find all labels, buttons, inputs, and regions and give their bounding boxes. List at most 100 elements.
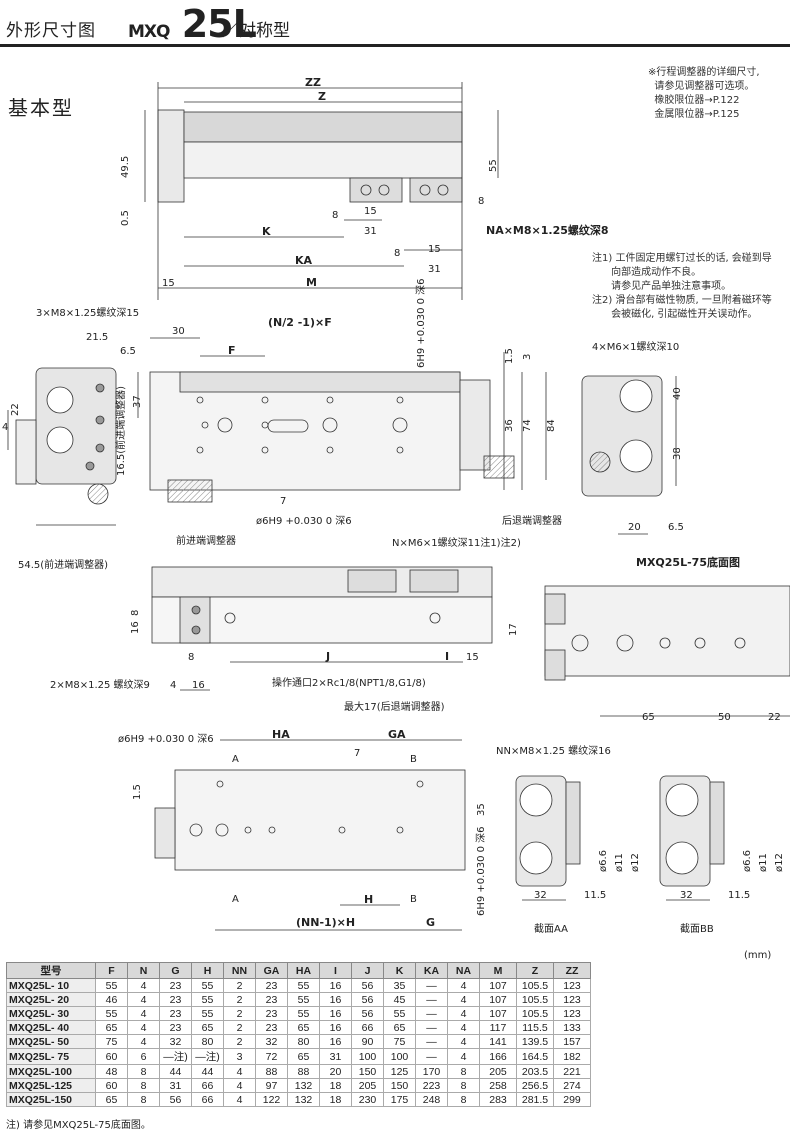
table-cell: 205 [351,1078,384,1093]
dim-22b: 22 [768,712,781,723]
label-rear-adj: 后退端调整器 [502,514,562,527]
table-cell: — [415,978,448,993]
table-cell: 55 [383,1006,416,1021]
table-cell: 139.5 [516,1034,554,1049]
table-cell: 125 [383,1064,416,1079]
dim-20: 20 [628,522,641,533]
table-header-cell: HA [287,962,320,979]
dim-50: 50 [718,712,731,723]
table-cell: 8 [447,1078,480,1093]
table-cell: 44 [191,1064,224,1079]
table-cell: 8 [127,1092,160,1107]
notes-top: ※行程调整器的详细尺寸, 请参见调整器可选项。 橡胶限位器→P.122 金属限位… [648,67,760,120]
table-cell: 2 [223,978,256,993]
table-cell: 16 [319,1034,352,1049]
table-cell: 72 [255,1048,288,1065]
table-cell: 4 [223,1092,256,1107]
dim-54-5: 54.5(前进端调整器) [18,558,108,571]
section-mark-a1: A [232,754,239,765]
dim-38: 38 [672,447,683,460]
dim-f: F [228,344,236,357]
dim-55: 55 [488,159,499,172]
dim-11-5a: 11.5 [584,890,606,901]
table-cell: 55 [191,992,224,1007]
table-header-cell: ZZ [553,962,591,979]
table-cell: 182 [553,1048,591,1065]
dim-32a: 32 [534,890,547,901]
table-cell: 66 [351,1020,384,1035]
table-cell: 56 [351,978,384,993]
table-cell: 221 [553,1064,591,1079]
table-cell: 283 [479,1092,517,1107]
table-cell: 80 [191,1034,224,1049]
dim-m: M [306,276,317,289]
table-cell: 157 [553,1034,591,1049]
table-unit: (mm) [744,950,772,961]
table-cell: 55 [287,978,320,993]
dim-36: 36 [504,419,515,432]
table-cell: 4 [447,1048,480,1065]
dim-1-5b: 1.5 [132,784,143,800]
table-cell: 164.5 [516,1048,554,1065]
table-cell: 170 [415,1064,448,1079]
model-cell: MXQ25L-100 [6,1064,96,1079]
table-cell: 65 [287,1048,320,1065]
table-cell: — [415,992,448,1007]
dim-nnh: (NN-1)×H [296,916,355,929]
dim-16-side: 16 [130,621,141,634]
table-cell: 4 [447,992,480,1007]
dim-g: G [426,916,435,929]
dim-21-5: 21.5 [86,332,108,343]
table-cell: 2 [223,1020,256,1035]
table-cell: 299 [553,1092,591,1107]
table-cell: 100 [383,1048,416,1065]
callout-h9a: 6H9 +0.030 0 深6 [415,278,427,368]
model-cell: MXQ25L- 20 [6,992,96,1007]
table-cell: 4 [223,1064,256,1079]
table-cell: 117 [479,1020,517,1035]
page-header: 外形尺寸图 MXQ 25L ／对称型 [0,0,790,47]
section-mark-b1: B [410,754,417,765]
table-cell: 35 [383,978,416,993]
table-cell: 46 [95,992,128,1007]
table-header-cell: H [191,962,224,979]
table-cell: 31 [159,1078,192,1093]
dim-h: H [364,893,373,906]
dim-k: K [262,225,271,238]
table-cell: 100 [351,1048,384,1065]
table-cell: 23 [255,992,288,1007]
table-cell: 88 [255,1064,288,1079]
header-model: MXQ 25L [128,2,257,46]
table-header-cell: M [479,962,517,979]
dim-6-6a: ø6.6 [598,850,609,872]
section-mark-a2: A [232,894,239,905]
table-cell: 16 [319,1006,352,1021]
right-end-view [581,375,677,535]
table-cell: 55 [95,1006,128,1021]
table-header-cell: KA [415,962,448,979]
table-cell: 32 [255,1034,288,1049]
dim-4b: 4 [170,680,176,691]
table-cell: 55 [95,978,128,993]
dim-35: 35 [476,803,487,816]
dim-8c: 8 [478,196,484,207]
table-cell: 80 [287,1034,320,1049]
table-cell: 66 [191,1092,224,1107]
callout-m8-15: 3×M8×1.25螺纹深15 [36,306,139,319]
table-cell: 6 [127,1048,160,1065]
section-mark-b2: B [410,894,417,905]
label-front-adj: 前进端调整器 [176,534,236,547]
callout-port: 操作通口2×Rc1/8(NPT1/8,G1/8) [272,676,426,689]
dim-7: 7 [280,496,286,507]
table-header-cell: N [127,962,160,979]
table-cell: 205 [479,1064,517,1079]
dim-31b: 31 [428,264,441,275]
table-cell: — [415,1048,448,1065]
section-aa-title: 截面AA [534,922,568,935]
technical-drawing: ZZ Z K KA M 15 49.5 0.5 55 8 15 31 8 15 … [2,76,790,935]
